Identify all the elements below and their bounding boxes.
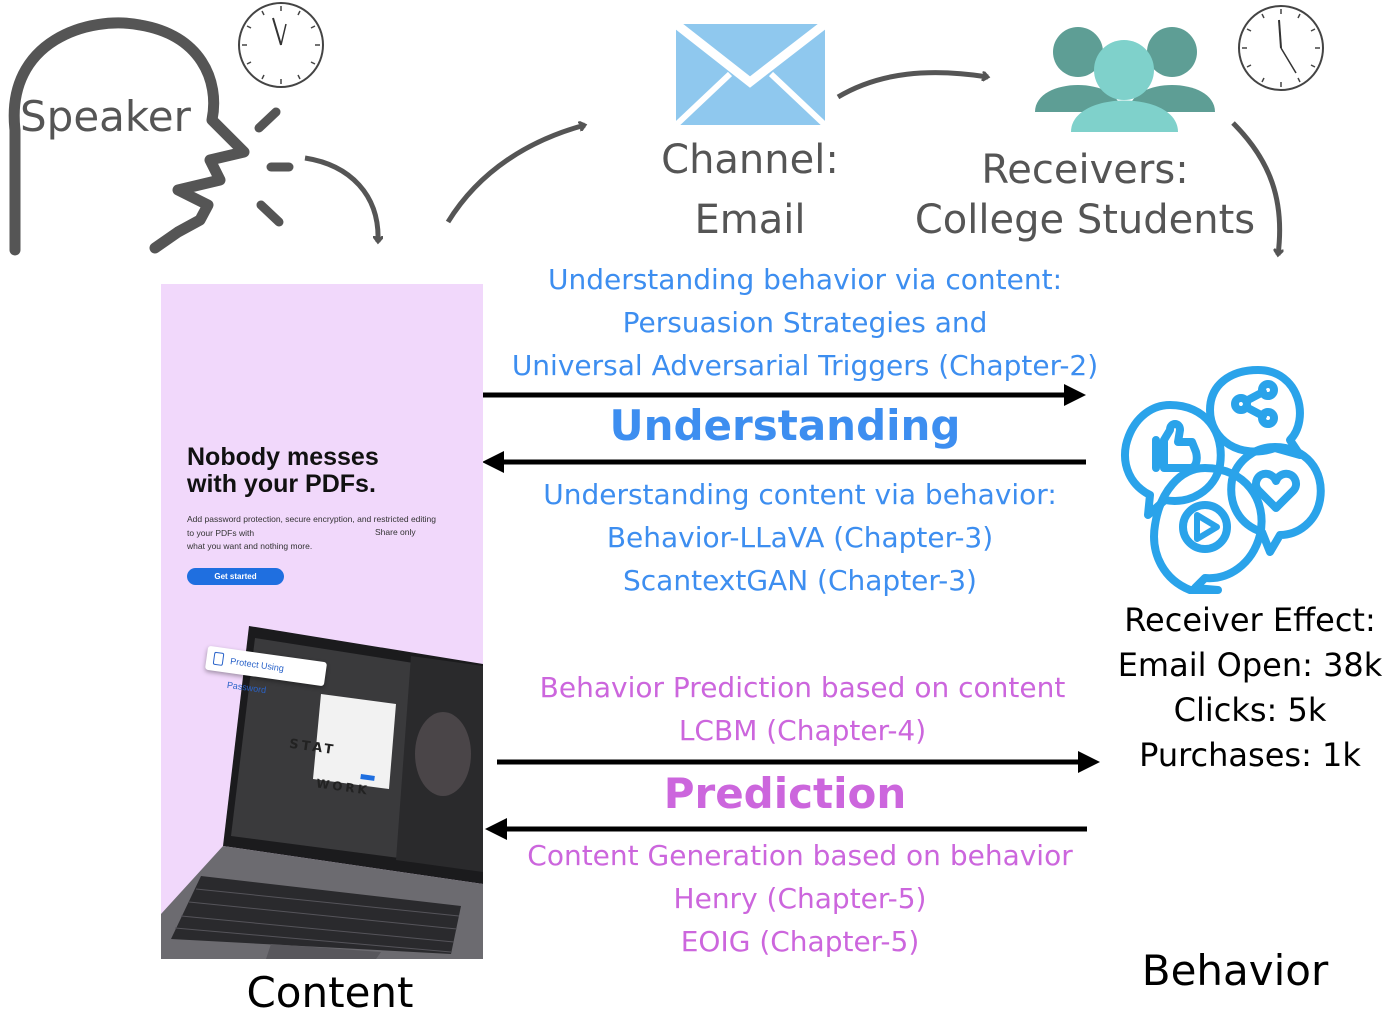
envelope-icon bbox=[673, 20, 828, 128]
receivers-group-icon bbox=[1035, 27, 1215, 132]
understanding-via-content-line: Universal Adversarial Triggers (Chapter-… bbox=[511, 349, 1099, 382]
content-generation-line: EOIG (Chapter-5) bbox=[680, 925, 920, 958]
understanding-via-content-line: Understanding behavior via content: bbox=[547, 263, 1063, 296]
lock-document-icon bbox=[212, 651, 225, 666]
content-generation-text: Content Generation based on behavior Hen… bbox=[500, 834, 1100, 963]
content-generation-line: Henry (Chapter-5) bbox=[673, 882, 927, 915]
receivers-line-2: College Students bbox=[914, 197, 1256, 243]
receivers-label: Receivers: College Students bbox=[905, 145, 1265, 245]
content-label: Content bbox=[246, 968, 414, 1017]
email-body-text: Add password protection, secure encrypti… bbox=[187, 513, 437, 554]
understanding-via-content-line: Persuasion Strategies and bbox=[622, 306, 988, 339]
laptop-illustration bbox=[161, 626, 483, 959]
clock-icon bbox=[238, 2, 324, 88]
receiver-effect-line: Email Open: 38k bbox=[1117, 646, 1383, 684]
channel-line-2: Email bbox=[694, 197, 806, 243]
understanding-via-behavior-line: Understanding content via behavior: bbox=[543, 478, 1057, 511]
email-share-text: Share only bbox=[375, 527, 416, 537]
channel-line-1: Channel: bbox=[661, 137, 839, 183]
speech-lines-icon bbox=[254, 107, 294, 227]
speaker-head-icon bbox=[8, 17, 250, 256]
behavior-prediction-line: LCBM (Chapter-4) bbox=[678, 714, 927, 747]
understanding-via-behavior-line: ScantextGAN (Chapter-3) bbox=[623, 564, 977, 597]
understanding-heading: Understanding bbox=[609, 401, 961, 450]
email-body-line: Add password protection, secure encrypti… bbox=[187, 514, 436, 538]
behavior-prediction-line: Behavior Prediction based on content bbox=[539, 671, 1066, 704]
prediction-heading: Prediction bbox=[663, 769, 907, 818]
speaker-label: Speaker bbox=[20, 92, 191, 141]
receiver-effect: Receiver Effect: Email Open: 38k Clicks:… bbox=[1105, 598, 1395, 778]
receiver-effect-line: Purchases: 1k bbox=[1139, 736, 1361, 774]
email-headline: Nobody messes with your PDFs. bbox=[187, 443, 379, 498]
understanding-right-arrow bbox=[482, 384, 1086, 406]
understanding-via-behavior: Understanding content via behavior: Beha… bbox=[500, 473, 1100, 602]
prediction-right-arrow bbox=[497, 751, 1100, 773]
channel-to-receivers-arrow bbox=[836, 70, 988, 100]
content-to-channel-arrow bbox=[445, 125, 585, 224]
email-content-card: Nobody messes with your PDFs. Add passwo… bbox=[161, 284, 483, 959]
clock-icon bbox=[1238, 5, 1324, 91]
email-body-end: what you want and nothing more. bbox=[187, 541, 313, 551]
channel-label: Channel: Email bbox=[640, 134, 860, 246]
get-started-button[interactable]: Get started bbox=[187, 568, 284, 585]
speaker-to-content-arrow bbox=[304, 155, 378, 242]
receiver-effect-line: Clicks: 5k bbox=[1173, 691, 1327, 729]
receiver-effect-line: Receiver Effect: bbox=[1124, 601, 1376, 639]
understanding-left-arrow bbox=[482, 451, 1086, 473]
understanding-via-behavior-line: Behavior-LLaVA (Chapter-3) bbox=[606, 521, 994, 554]
receivers-to-behavior-arrow bbox=[1231, 121, 1280, 255]
prediction-left-arrow bbox=[485, 818, 1087, 840]
behavior-label: Behavior bbox=[1141, 946, 1329, 995]
receivers-line-1: Receivers: bbox=[981, 147, 1189, 193]
social-media-icon bbox=[1121, 366, 1325, 594]
content-generation-line: Content Generation based on behavior bbox=[527, 839, 1073, 872]
understanding-via-content: Understanding behavior via content: Pers… bbox=[500, 258, 1110, 387]
behavior-prediction-text: Behavior Prediction based on content LCB… bbox=[500, 666, 1105, 752]
